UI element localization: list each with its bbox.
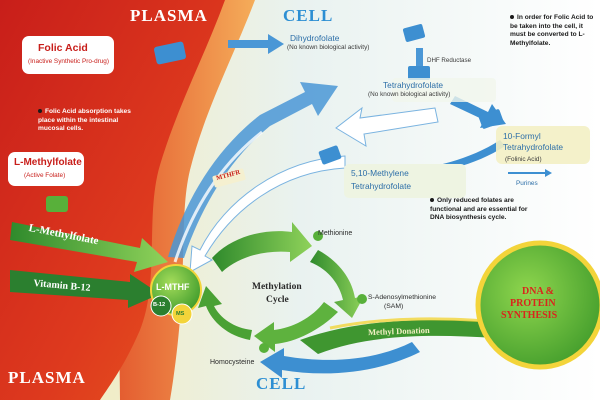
plasma-title-bottom: PLASMA [8, 368, 86, 387]
ms-label: MS [176, 311, 185, 317]
purines-label: Purines [516, 180, 538, 187]
bullet-icon [38, 109, 42, 114]
cell-title-bottom: CELL [256, 374, 307, 393]
tetrahydrofolate-label: Tetrahydrofolate [383, 80, 444, 90]
methylation-label-1: Methylation [252, 282, 302, 292]
blue-arrow-bottom [260, 342, 420, 378]
dhf-reductase-arrow [416, 48, 423, 70]
methylation-label-2: Cycle [266, 295, 289, 305]
dna-circle [475, 240, 600, 370]
ms-circle [171, 303, 193, 325]
methylene-label-1: 5,10-Methylene [351, 168, 409, 178]
methionine-node [313, 231, 323, 241]
absorption-note: Folic Acid absorption takes place within… [38, 108, 131, 133]
dna-label-1: DNA & [522, 286, 554, 297]
purines-arrow [508, 169, 552, 177]
methionine-label: Methionine [318, 230, 353, 237]
dhf-reductase-label: DHF Reductase [427, 57, 472, 64]
dhf-cube [402, 24, 426, 42]
thf-cube [408, 66, 430, 80]
reduced-note: Only reduced folates are functional and … [430, 197, 528, 222]
l-methylfolate-arrow [10, 222, 168, 272]
l-mthf-label: L-MTHF [156, 282, 190, 292]
b12-circle [150, 295, 172, 317]
sam-node [357, 294, 367, 304]
cycle-arrow-left [198, 286, 252, 340]
cycle-arrow-top [212, 222, 312, 272]
b12-label: B-12 [153, 302, 166, 308]
white-arrow-thf-methylene [335, 106, 439, 147]
plasma-region [0, 0, 225, 400]
cycle-arrow-bottom [254, 302, 338, 352]
dihydrofolate-sub: (No known biological activity) [287, 44, 370, 51]
folic-acid-label: Folic Acid [38, 42, 88, 54]
folic-cube [154, 41, 186, 65]
conversion-note: In order for Folic Acid to be taken into… [510, 14, 594, 47]
cycle-arrow-right [310, 250, 364, 318]
l-methylfolate-label: L-Methylfolate [14, 157, 82, 168]
dihydrofolate-label: Dihydrofolate [290, 33, 340, 43]
formyl-label-1: 10-Formyl [503, 131, 541, 141]
green-cube [46, 196, 68, 212]
sam-label-2: (SAM) [384, 303, 404, 310]
formyl-label-2: Tetrahydrofolate [503, 142, 564, 152]
folic-acid-sub: (Inactive Synthetic Pro-drug) [28, 58, 109, 65]
methylene-box [344, 164, 466, 198]
cell-title-top: CELL [283, 6, 334, 25]
white-arrow-methylene-lmthf [189, 155, 346, 273]
dna-label-3: SYNTHESIS [501, 310, 558, 321]
sam-label-1: S-Adenosylmethionine [368, 294, 437, 301]
blue-arrow-up [168, 82, 338, 258]
l-methylfolate-box [8, 152, 84, 186]
plasma-title-top: PLASMA [130, 6, 208, 25]
blue-arrow-folic-dhf [228, 34, 284, 54]
tetrahydrofolate-sub: (No known biological activity) [368, 91, 451, 98]
vitamin-b12-arrow [10, 270, 160, 308]
formyl-cube [478, 109, 504, 129]
formyl-sub: (Folinic Acid) [505, 156, 542, 163]
l-methylfolate-sub: (Active Folate) [24, 172, 66, 179]
folic-acid-box [22, 36, 114, 74]
bullet-icon [510, 15, 514, 20]
mthfr-box [212, 168, 246, 188]
dna-label-2: PROTEIN [510, 298, 556, 309]
methylene-label-2: Tetrahydrofolate [351, 181, 412, 191]
methylene-cube [318, 145, 342, 165]
homocysteine-node [259, 343, 269, 353]
bullet-icon [430, 198, 434, 203]
homocysteine-label: Homocysteine [210, 359, 255, 366]
methyl-donation-arrow [300, 314, 518, 354]
